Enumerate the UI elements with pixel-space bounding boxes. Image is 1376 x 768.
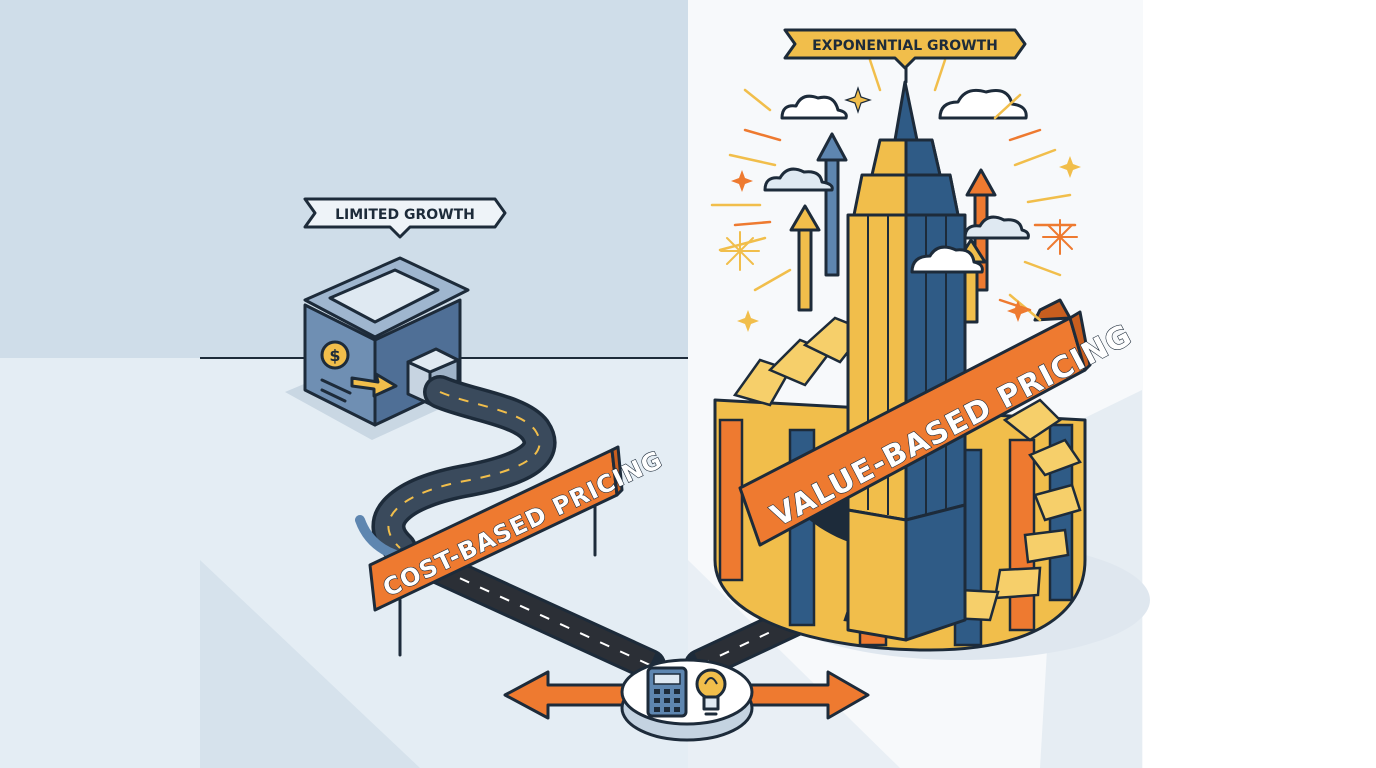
cloud-icon — [963, 215, 1030, 240]
calculator-icon — [646, 666, 688, 718]
sparkle-icon — [731, 170, 753, 192]
cloud-icon — [763, 167, 834, 192]
decision-junction — [503, 658, 870, 742]
limited-growth-label: LIMITED GROWTH — [335, 207, 475, 223]
cloud-icon — [938, 88, 1028, 120]
limited-growth-tag: LIMITED GROWTH — [303, 197, 507, 239]
arrow-icon — [789, 204, 821, 312]
exponential-growth-label: EXPONENTIAL GROWTH — [812, 38, 998, 54]
dollar-sign-icon: $ — [329, 346, 340, 365]
clouds — [763, 88, 1030, 274]
sparkle-icon — [720, 231, 760, 271]
sparkle-icon — [844, 86, 872, 114]
lightbulb-icon — [695, 668, 727, 716]
sparkles — [710, 58, 1081, 332]
sparkle-icon — [1007, 300, 1029, 322]
sparkle-icon — [737, 310, 759, 332]
arrow-icon — [350, 372, 398, 398]
cloud-icon — [780, 94, 848, 120]
cloud-icon — [910, 245, 984, 274]
exponential-growth-tag: EXPONENTIAL GROWTH — [783, 28, 1027, 70]
sparkle-icon — [1059, 156, 1081, 178]
sparkle-icon — [1042, 219, 1078, 255]
